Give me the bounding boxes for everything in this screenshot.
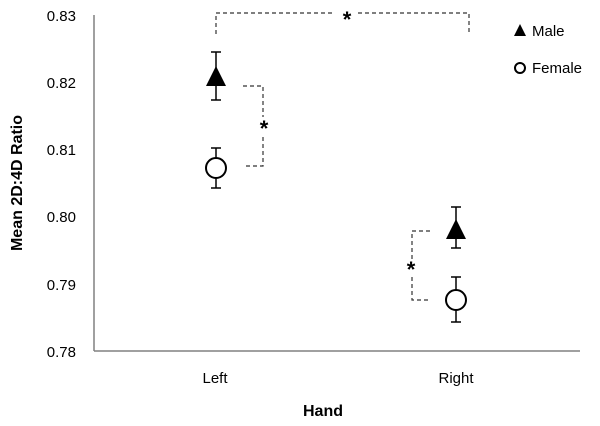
triangle-marker-icon — [446, 219, 466, 239]
legend-label-female: Female — [532, 60, 582, 77]
significance-asterisk-right: * — [407, 257, 416, 282]
significance-asterisk-top: * — [343, 7, 352, 32]
y-tick-label: 0.82 — [47, 75, 76, 92]
y-axis-title: Mean 2D:4D Ratio — [9, 115, 26, 251]
x-tick-label-right: Right — [438, 370, 474, 387]
data-point-male-left — [206, 51, 226, 101]
data-point-male-right — [446, 206, 466, 249]
x-tick-label-left: Left — [202, 370, 228, 387]
legend-circle-icon — [514, 62, 526, 74]
data-point-female-left — [205, 147, 227, 189]
y-tick-label: 0.80 — [47, 209, 76, 226]
y-tick-label: 0.78 — [47, 344, 76, 361]
legend: Male Female — [514, 23, 582, 77]
significance-bracket-top — [215, 12, 470, 34]
significance-bracket-right — [411, 230, 430, 301]
legend-label-male: Male — [532, 23, 565, 40]
circle-marker-icon — [205, 157, 227, 179]
y-tick-label: 0.79 — [47, 277, 76, 294]
significance-asterisk-left: * — [260, 116, 269, 141]
y-tick-label: 0.81 — [47, 142, 76, 159]
legend-triangle-icon — [514, 24, 526, 36]
y-tick-label: 0.83 — [47, 8, 76, 25]
data-point-female-right — [445, 276, 467, 323]
significance-bracket-left — [243, 85, 264, 167]
circle-marker-icon — [445, 289, 467, 311]
triangle-marker-icon — [206, 66, 226, 86]
x-axis-title: Hand — [303, 403, 343, 420]
